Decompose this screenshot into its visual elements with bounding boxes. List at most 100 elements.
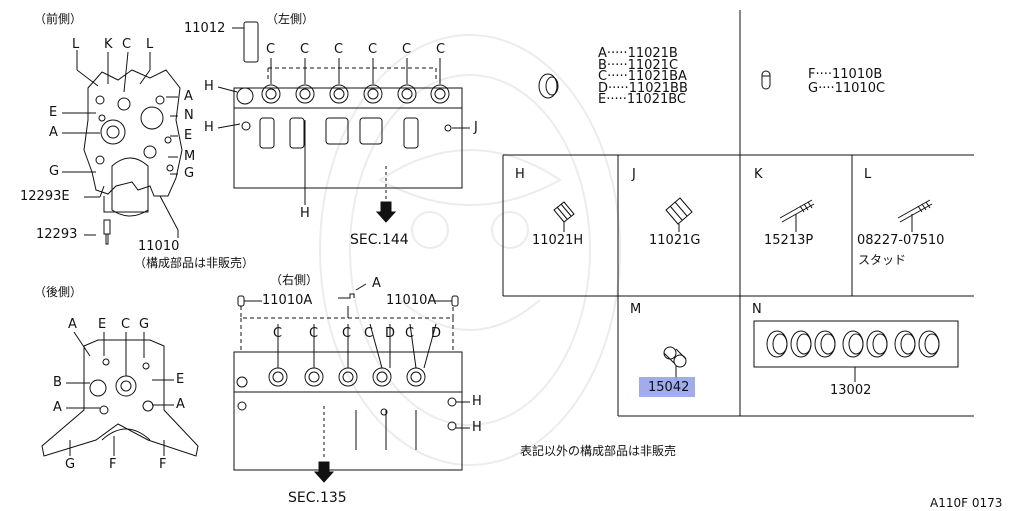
rear-view-block	[41, 331, 199, 457]
code-row-g[interactable]: G····11010C	[808, 81, 886, 96]
legend-f-g-codes: F····11010B G····11010C	[808, 68, 885, 96]
callout-f: F	[109, 457, 117, 472]
front-view-block	[62, 50, 183, 245]
sec135-arrow	[313, 461, 335, 483]
watermark-crest	[319, 34, 621, 466]
part-15213p[interactable]: 15213P	[764, 233, 814, 248]
stud-k-icon	[779, 199, 815, 232]
part-11012[interactable]: 11012	[184, 21, 226, 36]
part-12293e[interactable]: 12293E	[20, 189, 70, 204]
sec-144-link[interactable]: SEC.144	[350, 232, 409, 248]
callout-g: G	[65, 457, 76, 472]
legend-a-e-codes: A·····11021B B·····11021C C·····11021BA …	[598, 46, 688, 107]
callout-l: L	[146, 37, 154, 52]
callout-a: A	[49, 125, 58, 140]
code-row-f[interactable]: F····11010B	[808, 67, 883, 82]
code-row-c[interactable]: C·····11021BA	[598, 69, 687, 84]
part-11021h[interactable]: 11021H	[532, 233, 584, 248]
stud-l-icon	[897, 199, 933, 232]
code-part: 11021BC	[626, 92, 687, 107]
cell-n-letter: N	[752, 302, 762, 317]
footer-note: 表記以外の構成部品は非販売	[520, 444, 677, 458]
callout-f: F	[159, 457, 167, 472]
callout-a: A	[53, 400, 62, 415]
cell-h-letter: H	[515, 167, 525, 182]
callout-h: H	[472, 394, 482, 409]
code-letter: F	[808, 67, 816, 82]
callout-c: C	[121, 317, 131, 332]
callout-c: C	[436, 42, 446, 57]
code-part: 11021BA	[627, 69, 687, 84]
part-12293[interactable]: 12293	[36, 227, 78, 242]
code-row-d[interactable]: D·····11021BB	[598, 80, 688, 96]
callout-k: K	[104, 37, 113, 52]
part-11010[interactable]: 11010	[138, 239, 180, 254]
callout-e: E	[49, 105, 58, 120]
code-part: 11021BB	[628, 80, 688, 96]
callout-n: N	[184, 108, 194, 123]
callout-c: C	[122, 37, 132, 52]
left-view-label: （左側）	[266, 12, 315, 26]
code-letter: D	[598, 80, 609, 96]
code-part: 11021B	[627, 46, 678, 61]
code-part: 11010C	[834, 81, 886, 96]
code-row-e[interactable]: E·····11021BC	[598, 92, 687, 107]
sec144-arrow	[375, 201, 397, 223]
stud-note: スタッド	[858, 253, 907, 267]
sec-135-link[interactable]: SEC.135	[288, 490, 347, 506]
code-row-b[interactable]: B·····11021C	[598, 57, 679, 73]
plug-j-icon	[665, 197, 693, 232]
part-11021g[interactable]: 11021G	[649, 233, 701, 248]
callout-c: C	[342, 326, 352, 341]
part-11010a[interactable]: 11010A	[262, 293, 313, 308]
callout-a: A	[68, 317, 77, 332]
part-13002[interactable]: 13002	[830, 383, 872, 398]
plug-h-icon	[553, 201, 575, 232]
code-part: 11010B	[832, 67, 883, 82]
callout-c: C	[368, 42, 378, 57]
right-view-label: （右側）	[270, 273, 319, 287]
part-08227-07510[interactable]: 08227-07510	[857, 233, 945, 248]
callout-g: G	[139, 317, 150, 332]
callout-j: J	[474, 120, 478, 135]
callout-a: A	[372, 276, 381, 291]
cell-k-letter: K	[754, 167, 763, 182]
callout-c: C	[309, 326, 319, 341]
front-view-label: （前側）	[34, 12, 83, 26]
callout-h: H	[300, 206, 310, 221]
bushing-m-icon	[663, 346, 687, 380]
part-11010a[interactable]: 11010A	[386, 293, 437, 308]
cell-m-letter: M	[630, 302, 642, 317]
callout-c: C	[273, 326, 283, 341]
callout-c: C	[300, 42, 310, 57]
legend-grid	[502, 10, 974, 417]
callout-e: E	[184, 128, 193, 143]
code-row-a[interactable]: A·····11021B	[598, 46, 678, 61]
callout-l: L	[72, 37, 80, 52]
bearing-set-icon	[753, 320, 959, 382]
figure-id: A110F 0173	[930, 496, 1003, 510]
right-view-block	[233, 283, 470, 471]
code-letter: A	[598, 46, 607, 61]
callout-e: E	[98, 317, 107, 332]
dowel-pin-icon	[761, 70, 771, 90]
callout-g: G	[184, 166, 195, 181]
callout-h: H	[204, 120, 214, 135]
part-15042[interactable]: 15042	[648, 380, 690, 395]
code-letter: C	[598, 69, 608, 84]
code-letter: E	[598, 92, 607, 107]
callout-e: E	[176, 372, 185, 387]
left-view-block	[217, 21, 470, 205]
callout-a: A	[176, 397, 185, 412]
callout-h: H	[204, 79, 214, 94]
rear-view-label: （後側）	[34, 285, 83, 299]
code-part: 11021C	[627, 57, 679, 73]
callout-d: D	[431, 326, 442, 341]
callout-c: C	[405, 326, 415, 341]
callout-h: H	[472, 420, 482, 435]
callout-b: B	[53, 375, 62, 390]
cell-j-letter: J	[632, 167, 636, 182]
cell-l-letter: L	[864, 167, 872, 182]
callout-d: D	[385, 326, 396, 341]
